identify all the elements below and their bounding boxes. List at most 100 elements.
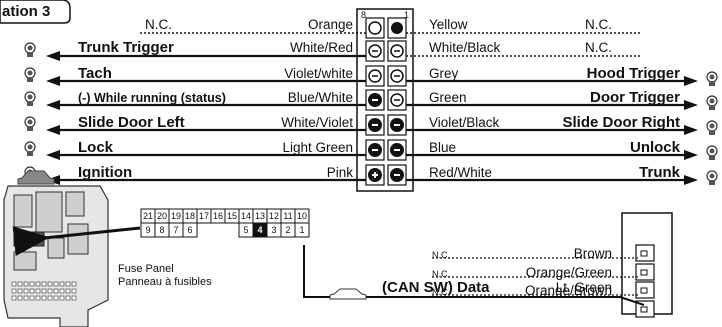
fuse-panel-label: Fuse Panel (118, 263, 174, 275)
left-wire-4 (46, 125, 366, 135)
fuse-pin-label: 21 (143, 211, 153, 221)
fuse-pin-label: 10 (297, 211, 307, 221)
connector-pin-left-3 (365, 89, 385, 111)
connector-pin-left-1 (365, 40, 385, 62)
right-function-5: Unlock (630, 139, 681, 156)
right-color-2: Grey (429, 66, 459, 81)
right-color-3: Green (429, 90, 467, 105)
left-color-4: White/Violet (281, 115, 353, 130)
left-color-2: Violet/white (284, 66, 353, 81)
right-wire-4 (406, 125, 698, 135)
can-color-3: Lt. Green (556, 280, 612, 295)
can-data-wire-end (619, 296, 645, 306)
left-wire-1 (46, 51, 366, 61)
right-color-6: Red/White (429, 165, 492, 180)
connector-pin-left-2 (365, 65, 385, 87)
fuse-panel-label-fr: Panneau à fusibles (118, 276, 212, 288)
right-color-5: Blue (429, 140, 456, 155)
remote-wire-icon-left-3 (24, 116, 36, 131)
right-color-4: Violet/Black (429, 115, 500, 130)
fuse-pin-label: 17 (199, 211, 209, 221)
right-function-0: N.C. (585, 17, 612, 32)
right-wire-5 (406, 150, 698, 160)
right-color-1: White/Black (429, 40, 501, 55)
connector-pin-right-1 (387, 40, 407, 62)
fuse-pin-label: 2 (285, 225, 290, 235)
right-wire-2 (406, 76, 698, 86)
left-color-1: White/Red (290, 40, 353, 55)
right-color-0: Yellow (429, 17, 468, 32)
left-function-6: Ignition (78, 164, 132, 181)
fuse-pin-highlighted: 4 (257, 225, 262, 235)
right-function-4: Slide Door Right (563, 114, 681, 131)
can-function-3: (CAN SW) Data (382, 279, 490, 296)
fuse-panel-drawing (3, 185, 109, 327)
left-color-5: Light Green (282, 140, 353, 155)
fuse-pin-label: 3 (271, 225, 276, 235)
can-pin-2 (635, 281, 655, 299)
section-tab: ation 3 (0, 0, 71, 24)
can-function-1: N.C. (432, 269, 450, 279)
remote-wire-icon-right-1 (706, 95, 718, 110)
can-color-1: Orange/Green (526, 265, 612, 280)
connector-pin-right-0 (387, 17, 407, 39)
left-function-3: (-) While running (status) (78, 91, 226, 105)
fuse-pin-label: 11 (283, 211, 292, 221)
can-color-0: Brown (574, 246, 612, 261)
fuse-pin-label: 9 (145, 225, 150, 235)
can-function-2: N.C. (432, 287, 450, 297)
car-icon (17, 170, 55, 185)
connector-pin-left-4 (365, 114, 385, 136)
left-wire-3 (46, 100, 366, 110)
fuse-pin-label: 7 (173, 225, 178, 235)
fuse-pin-label: 5 (243, 225, 248, 235)
right-function-1: N.C. (585, 40, 612, 55)
right-wire-6 (406, 175, 698, 185)
left-color-0: Orange (308, 17, 353, 32)
fuse-pin-label: 1 (299, 225, 304, 235)
car-icon-can (329, 288, 367, 300)
connector-pin-left-6 (365, 164, 385, 186)
connector-pin-right-6 (387, 164, 407, 186)
connector-pin-right-3 (387, 89, 407, 111)
connector-pin-right-5 (387, 139, 407, 161)
left-wire-2 (46, 76, 366, 86)
right-wire-3 (406, 100, 698, 110)
can-connector (621, 212, 673, 318)
fuse-pin-label: 19 (171, 211, 181, 221)
fuse-pin-label: 6 (187, 225, 192, 235)
left-wire-5 (46, 150, 366, 160)
left-function-0: N.C. (145, 17, 172, 32)
section-tab-label: ation 3 (2, 3, 50, 20)
remote-wire-icon-right-3 (706, 145, 718, 160)
left-function-5: Lock (78, 139, 114, 156)
can-pin-3 (635, 300, 655, 318)
connector-pin-right-2 (387, 65, 407, 87)
fuse-pin-label: 13 (255, 211, 265, 221)
can-data-wire (303, 245, 628, 298)
remote-wire-icon-left-4 (24, 141, 36, 156)
fuse-pin-label: 8 (159, 225, 164, 235)
connector-pin-left-0 (365, 17, 385, 39)
right-function-6: Trunk (639, 164, 680, 181)
fuse-pin-label: 20 (157, 211, 167, 221)
remote-wire-icon-left-1 (24, 67, 36, 82)
fuse-pin-label: 15 (227, 211, 237, 221)
left-color-6: Pink (327, 165, 354, 180)
right-function-3: Door Trigger (590, 89, 680, 106)
can-color-2: Orange/Brown (525, 283, 612, 298)
fuse-pin-label: 12 (269, 211, 279, 221)
can-pin-0 (635, 244, 655, 262)
can-function-0: N.C. (432, 250, 450, 260)
remote-wire-icon-right-2 (706, 120, 718, 135)
remote-wire-icon-left-0 (24, 42, 36, 57)
left-function-2: Tach (78, 65, 112, 82)
can-pin-1 (635, 263, 655, 281)
pin-number-left: 8 (361, 10, 366, 20)
fuse-locator-arrow (12, 226, 141, 257)
right-function-2: Hood Trigger (587, 65, 680, 82)
fuse-pin-label: 16 (213, 211, 223, 221)
left-function-4: Slide Door Left (78, 114, 185, 131)
connector-pin-left-5 (365, 139, 385, 161)
